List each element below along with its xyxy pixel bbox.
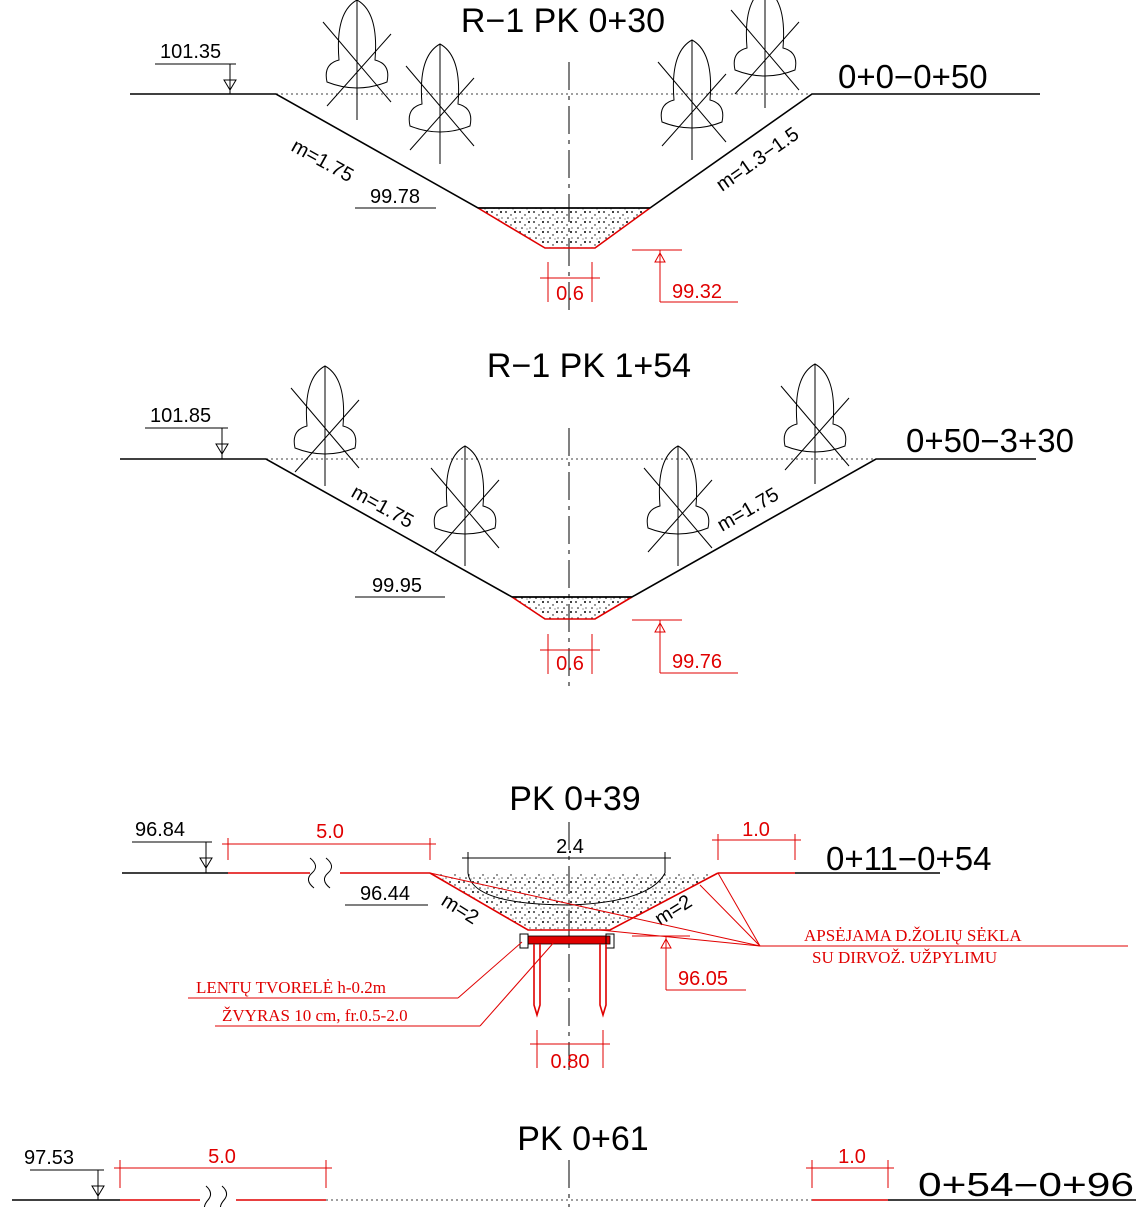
- level-triangle-icon: [223, 79, 237, 91]
- section-2-ditch-bottom: [511, 596, 633, 620]
- section-3-ditch-sides: [429, 872, 719, 931]
- section-1-left-bottom-level: 99.78: [370, 186, 420, 208]
- section-1-width: 0.6: [556, 283, 584, 305]
- section-3-fence-left: [519, 933, 529, 949]
- tree-icon: [730, 0, 800, 109]
- section-3-bottom-width: 0.80: [551, 1051, 590, 1073]
- break-mark-icon: [203, 1185, 212, 1207]
- tree-icon: [290, 365, 360, 487]
- section-3-left-dim: 5.0: [316, 821, 344, 843]
- level-triangle-icon: [91, 1185, 105, 1197]
- section-4-left-dim: 5.0: [208, 1146, 236, 1168]
- section-3-stake-right: [599, 944, 607, 1018]
- section-2-left-bottom-level: 99.95: [372, 575, 422, 597]
- section-3-seed-leader: [599, 929, 761, 947]
- section-4-title: PK 0+61: [517, 1120, 648, 1158]
- section-2: R−1 PK 1+54 101.85 m=1.75 m=1.75 99.95 9…: [120, 347, 1074, 690]
- section-3-right-dim: 1.0: [742, 819, 770, 841]
- section-4: PK 0+61 97.53 5.0 1.0 0+54−0+96: [12, 1120, 1136, 1207]
- section-3-range: 0+11−0+54: [826, 840, 991, 877]
- section-3-top-width: 2.4: [556, 836, 584, 858]
- section-3-fence-leader: [457, 941, 523, 999]
- tree-icon: [405, 43, 475, 165]
- section-2-design-level: 99.76: [672, 651, 722, 673]
- section-4-ground-level: 97.53: [24, 1147, 74, 1169]
- section-1-design-level: 99.32: [672, 281, 722, 303]
- level-triangle-icon: [215, 443, 229, 455]
- section-3-gravel-fill: [430, 873, 718, 930]
- section-3: PK 0+39 96.84 5.0 1.0 2.4: [122, 780, 1128, 1075]
- section-2-width: 0.6: [556, 653, 584, 675]
- section-3-fence-note: LENTŲ TVORELĖ h-0.2m: [196, 978, 386, 997]
- section-3-seed-leader: [429, 872, 761, 947]
- section-1-ground-profile: [130, 93, 1040, 209]
- section-2-gravel-fill: [512, 597, 632, 619]
- section-1: R−1 PK 0+30 101.35 m=1.75 m=1.3−1.5 99.7…: [130, 0, 1040, 310]
- tree-icon: [657, 39, 727, 161]
- level-triangle-icon: [654, 251, 666, 263]
- section-3-gravel-note: ŽVYRAS 10 cm, fr.0.5-2.0: [222, 1006, 408, 1025]
- section-1-range: 0+0−0+50: [838, 58, 988, 95]
- section-2-right-slope: m=1.75: [714, 484, 783, 537]
- section-1-ditch-bottom: [477, 207, 651, 249]
- section-3-left-bottom-level: 96.44: [360, 883, 410, 905]
- section-3-gravel-leader: [479, 939, 557, 1027]
- level-triangle-icon: [199, 857, 213, 869]
- section-3-seed-note-line1: APSĖJAMA D.ŽOLIŲ SĖKLA: [804, 926, 1022, 945]
- break-mark-icon: [308, 857, 316, 889]
- section-3-seed-leader: [699, 884, 761, 947]
- section-3-gravel-layer: [527, 935, 611, 945]
- tree-icon: [780, 363, 850, 485]
- level-triangle-icon: [660, 937, 672, 949]
- section-3-channel-arc: [467, 872, 666, 906]
- section-2-left-slope: m=1.75: [348, 481, 417, 533]
- tree-icon: [430, 445, 500, 567]
- break-mark-icon: [324, 857, 332, 889]
- section-4-right-dim: 1.0: [838, 1146, 866, 1168]
- section-3-stake-left: [533, 944, 541, 1018]
- section-2-ground-profile: [120, 458, 1036, 598]
- section-2-ground-level: 101.85: [150, 405, 211, 427]
- break-mark-icon: [219, 1185, 228, 1207]
- section-2-range: 0+50−3+30: [906, 422, 1074, 459]
- tree-icon: [643, 445, 713, 567]
- section-1-title: R−1 PK 0+30: [461, 2, 665, 40]
- section-3-seed-leader: [717, 872, 761, 947]
- section-3-ground-level: 96.84: [135, 819, 185, 841]
- section-3-title: PK 0+39: [509, 780, 640, 818]
- section-1-left-slope: m=1.75: [288, 135, 357, 187]
- level-triangle-icon: [654, 621, 666, 633]
- tree-icon: [322, 0, 392, 121]
- section-1-right-slope: m=1.3−1.5: [712, 123, 803, 196]
- section-3-seed-note-line2: SU DIRVOŽ. UŽPYLIMU: [812, 948, 997, 967]
- section-4-range: 0+54−0+96: [918, 1166, 1134, 1203]
- section-3-design-level: 96.05: [678, 968, 728, 990]
- section-3-fence-right: [605, 933, 615, 949]
- section-1-ground-level: 101.35: [160, 41, 221, 63]
- section-1-gravel-fill: [478, 208, 650, 248]
- section-2-title: R−1 PK 1+54: [487, 347, 691, 385]
